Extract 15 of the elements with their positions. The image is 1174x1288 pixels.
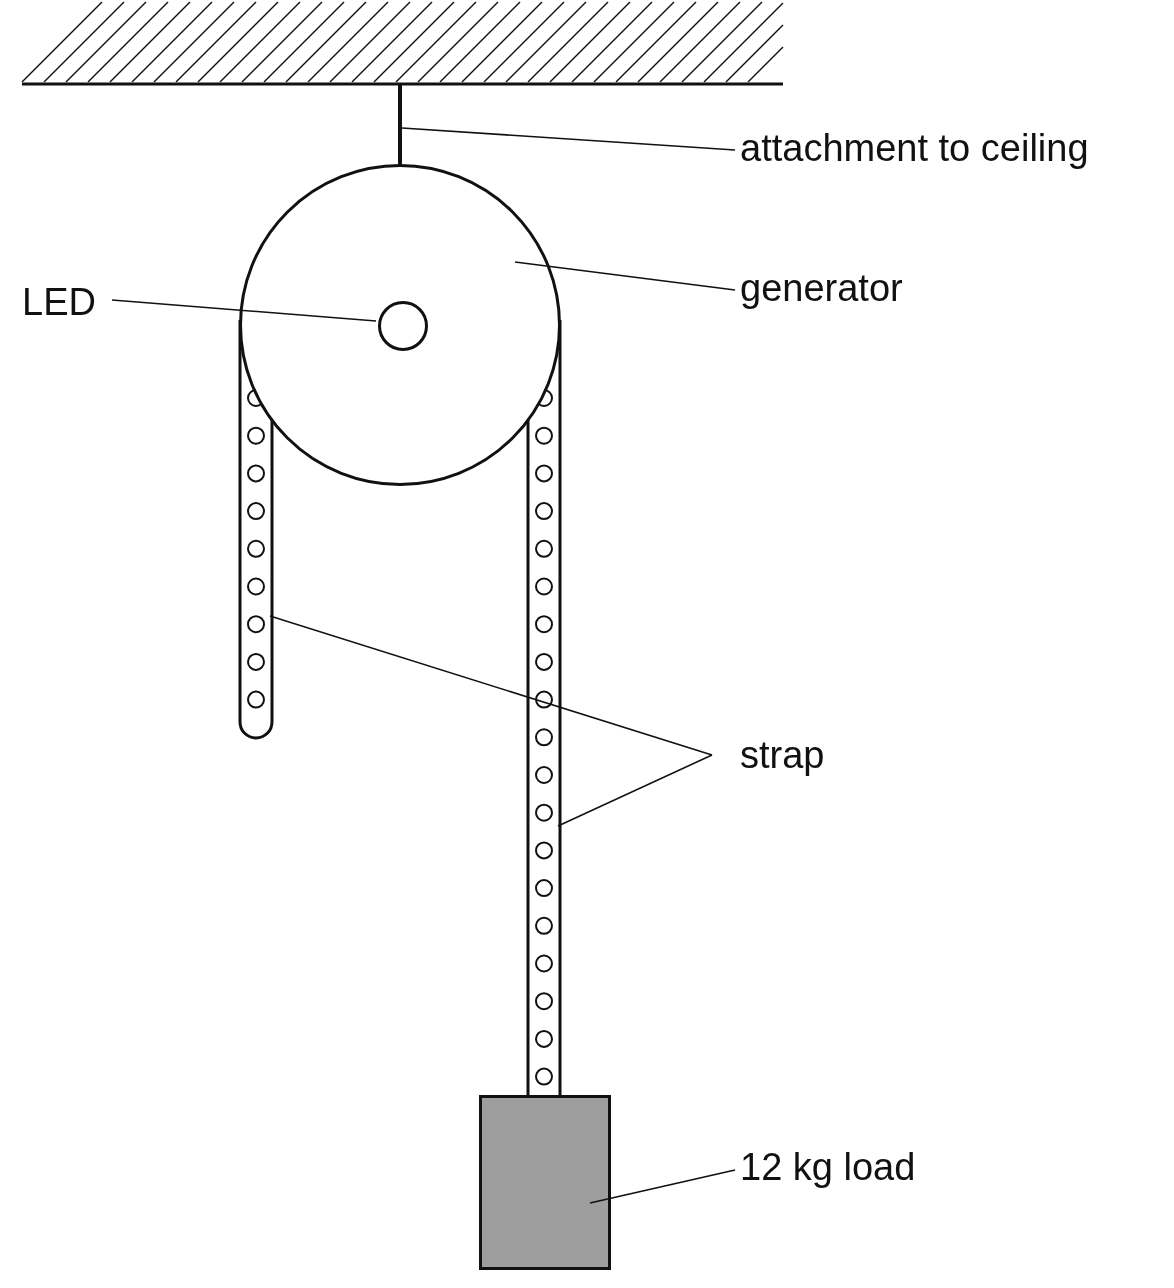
strap — [526, 320, 562, 1095]
leader-line — [269, 615, 713, 756]
part-label: strap — [740, 733, 825, 777]
load-block — [479, 1095, 611, 1270]
led-circle — [378, 301, 428, 351]
attachment-rod — [398, 84, 402, 164]
part-label: LED — [22, 280, 96, 324]
leader-line — [589, 1169, 736, 1204]
part-label: 12 kg load — [740, 1145, 916, 1189]
leader-line — [514, 261, 736, 291]
part-label: attachment to ceiling — [740, 126, 1089, 170]
part-label: generator — [740, 266, 903, 310]
leader-line — [401, 127, 736, 151]
leader-line — [111, 299, 377, 322]
leader-line — [557, 754, 713, 827]
